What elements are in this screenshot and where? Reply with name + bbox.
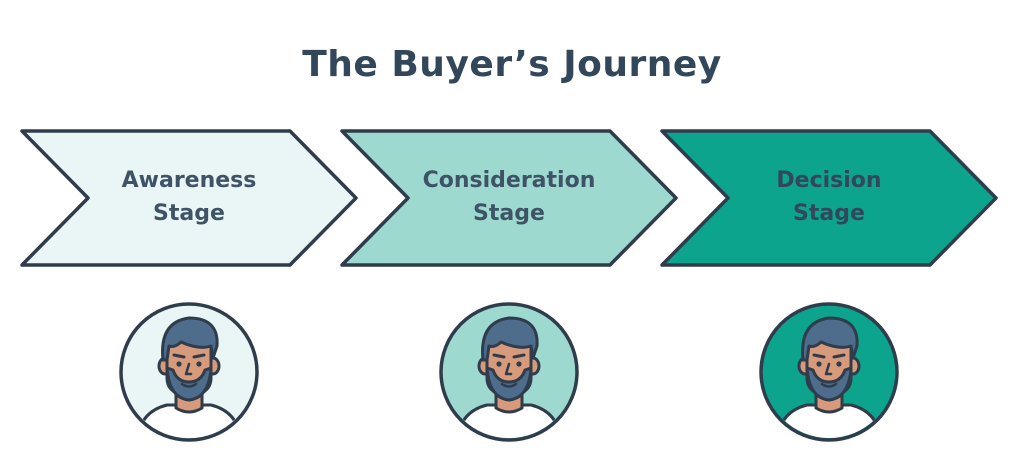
- decision-label-line2: Stage: [793, 201, 865, 226]
- avatar-beard: [485, 366, 533, 402]
- decision-label-line1: Decision: [776, 168, 882, 193]
- diagram-title: The Buyer’s Journey: [302, 44, 722, 85]
- avatar-eyebrow-right: [832, 353, 846, 359]
- decision-avatar-icon: [759, 302, 899, 442]
- avatar-eye-left: [496, 361, 502, 367]
- avatar-hair: [801, 316, 859, 362]
- consideration-label-line2: Stage: [473, 201, 545, 226]
- awareness-stage-arrow: [20, 129, 358, 267]
- avatar-eye-right: [516, 361, 522, 367]
- awareness-stage-label: Awareness Stage: [99, 164, 279, 230]
- avatar-eye-left: [816, 361, 822, 367]
- awareness-avatar-icon: [119, 302, 259, 442]
- avatar-eye-right: [196, 361, 202, 367]
- avatar-figure: [775, 316, 883, 438]
- avatar-beard: [165, 366, 213, 402]
- avatar-hair: [161, 316, 219, 362]
- avatar-ring: [119, 302, 259, 442]
- decision-stage-arrow: [660, 129, 998, 267]
- avatar-eyebrow-right: [192, 353, 206, 359]
- consideration-stage-arrow: [340, 129, 678, 267]
- avatar-mouth: [820, 382, 838, 388]
- avatar-eyebrow-left: [492, 353, 506, 359]
- avatar-mouth: [180, 382, 198, 388]
- avatar-nose: [824, 362, 833, 376]
- awareness-label-line2: Stage: [153, 201, 225, 226]
- avatar-nose: [504, 362, 513, 376]
- avatar-eyebrow-right: [512, 353, 526, 359]
- avatar-eye-left: [176, 361, 182, 367]
- avatar-hair: [481, 316, 539, 362]
- avatar-ring: [439, 302, 579, 442]
- avatar-nose: [184, 362, 193, 376]
- avatar-beard: [805, 366, 853, 402]
- avatar-eye-right: [836, 361, 842, 367]
- awareness-label-line1: Awareness: [121, 168, 257, 193]
- avatar-eyebrow-left: [172, 353, 186, 359]
- consideration-stage-label: Consideration Stage: [419, 164, 599, 230]
- decision-stage-label: Decision Stage: [739, 164, 919, 230]
- consideration-avatar-icon: [439, 302, 579, 442]
- avatar-eyebrow-left: [812, 353, 826, 359]
- avatar-mouth: [500, 382, 518, 388]
- avatar-ring: [759, 302, 899, 442]
- consideration-label-line1: Consideration: [422, 168, 596, 193]
